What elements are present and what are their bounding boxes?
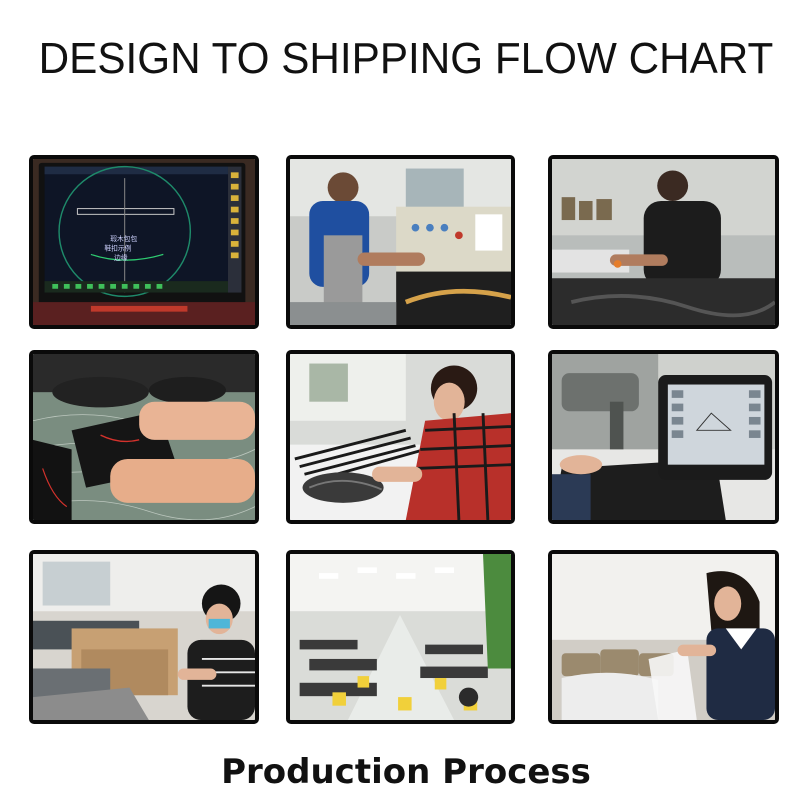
quality-inspection-photo bbox=[548, 550, 779, 724]
page-title: DESIGN TO SHIPPING FLOW CHART bbox=[38, 34, 774, 83]
computer-sewing-machine-photo bbox=[548, 350, 779, 524]
cad-label-3: 边缘 bbox=[114, 253, 128, 262]
packing-boxes-photo bbox=[29, 550, 259, 724]
cutting-press-machine-photo bbox=[286, 155, 515, 329]
factory-floor-photo bbox=[286, 550, 515, 724]
page-subtitle: Production Process bbox=[221, 752, 591, 792]
cad-label-2: 鞋扣示例 bbox=[104, 244, 131, 253]
leather-cutting-worker-photo bbox=[548, 155, 779, 329]
cad-design-monitor-photo: 瑕木包包 鞋扣示例 边缘 bbox=[29, 155, 259, 329]
cad-label-1: 瑕木包包 bbox=[110, 234, 137, 243]
material-marking-photo bbox=[29, 350, 259, 524]
hand-finishing-straps-photo bbox=[286, 350, 515, 524]
